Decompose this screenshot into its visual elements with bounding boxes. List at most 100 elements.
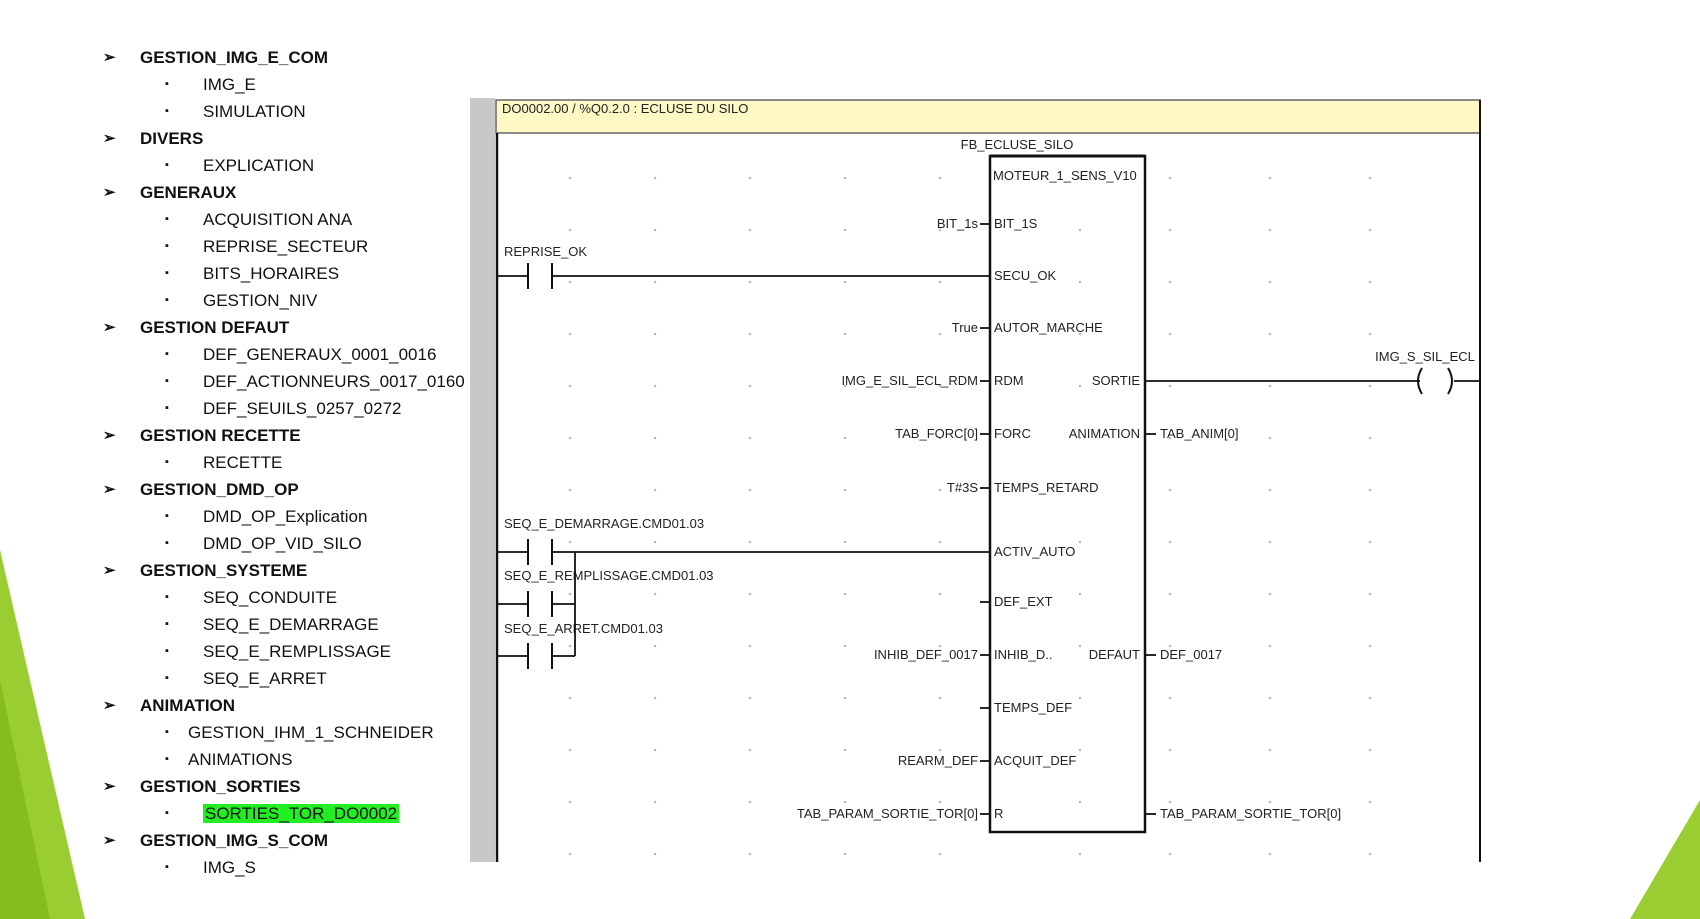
contact-label-reprise: REPRISE_OK (504, 244, 587, 259)
tree-item-label: DEF_ACTIONNEURS_0017_0160 (203, 372, 465, 391)
bullet-icon: ▪ (165, 645, 169, 657)
bullet-icon: ▪ (165, 105, 169, 117)
project-tree: ➢GESTION_IMG_E_COM▪IMG_E▪SIMULATION➢DIVE… (0, 0, 470, 919)
input-variable[interactable]: True (952, 320, 978, 335)
chevron-right-icon: ➢ (103, 697, 116, 714)
input-pin-label: R (994, 806, 1003, 821)
output-pin-label: DEFAUT (1089, 647, 1140, 662)
tree-item-label: RECETTE (203, 453, 283, 472)
tree-item-label: BITS_HORAIRES (203, 264, 340, 283)
input-pin-label: ACTIV_AUTO (994, 544, 1075, 559)
bullet-icon: ▪ (165, 456, 169, 468)
input-pin-label: DEF_EXT (994, 594, 1053, 609)
tree-item-label: SIMULATION (203, 102, 306, 121)
chevron-right-icon: ➢ (103, 481, 116, 498)
tree-item-label: IMG_S (203, 858, 256, 877)
tree-group-label: ANIMATION (140, 696, 236, 715)
tree-group-label: GESTION_DMD_OP (140, 480, 299, 499)
fb-output-pins: SORTIE ANIMATION TAB_ANIM[0] DEFAUT DEF_0017… (1069, 373, 1341, 821)
input-variable[interactable]: TAB_FORC[0] (895, 426, 978, 441)
chevron-right-icon: ➢ (103, 427, 116, 444)
chevron-right-icon: ➢ (103, 562, 116, 579)
fb-type-label: FB_ECLUSE_SILO (961, 137, 1074, 152)
rung-header-text: DO0002.00 / %Q0.2.0 : ECLUSE DU SILO (502, 101, 748, 116)
tree-group-label: GESTION_IMG_S_COM (140, 831, 328, 850)
tree-group-label: GENERAUX (140, 183, 237, 202)
tree-group-label: GESTION_SORTIES (140, 777, 301, 796)
output-pin-label: SORTIE (1092, 373, 1140, 388)
tree-item-label: REPRISE_SECTEUR (203, 237, 369, 256)
input-pin-label: RDM (994, 373, 1024, 388)
input-pin-label: TEMPS_RETARD (994, 480, 1099, 495)
coil-left[interactable] (1417, 367, 1423, 395)
tree-item-label: SEQ_E_ARRET (203, 669, 327, 688)
selected-item-highlight: SORTIES_TOR_DO0002 (203, 804, 400, 823)
input-pin-label: INHIB_D.. (994, 647, 1053, 662)
output-variable[interactable]: DEF_0017 (1160, 647, 1222, 662)
bullet-icon: ▪ (165, 267, 169, 279)
grid-dots (568, 176, 1372, 856)
fb-title-pin: MOTEUR_1_SENS_V10 (993, 168, 1137, 183)
ladder-diagram: DO0002.00 / %Q0.2.0 : ECLUSE DU SILO FB_… (470, 98, 1482, 862)
chevron-right-icon: ➢ (103, 184, 116, 201)
bullet-icon: ▪ (165, 240, 169, 252)
bullet-icon: ▪ (165, 510, 169, 522)
tree-item-label: ANIMATIONS (188, 750, 293, 769)
bullet-icon: ▪ (165, 672, 169, 684)
bullet-icon: ▪ (165, 213, 169, 225)
tree-item-label: SEQ_CONDUITE (203, 588, 338, 607)
bullet-icon: ▪ (165, 753, 169, 765)
coil-label: IMG_S_SIL_ECL (1375, 349, 1475, 364)
bullet-icon: ▪ (165, 78, 169, 90)
input-variable[interactable]: T#3S (947, 480, 978, 495)
tree-item-label: SORTIES_TOR_DO0002 (203, 800, 400, 827)
rung-header (495, 99, 1481, 134)
input-variable[interactable]: IMG_E_SIL_ECL_RDM (841, 373, 978, 388)
contact-label-arret: SEQ_E_ARRET.CMD01.03 (504, 621, 663, 636)
input-pin-label: FORC (994, 426, 1031, 441)
tree-item-label: DEF_SEUILS_0257_0272 (203, 399, 402, 418)
tree-item-label: ACQUISITION ANA (203, 210, 353, 229)
tree-item-label: SEQ_E_DEMARRAGE (203, 615, 379, 634)
tree-item-label: DMD_OP_Explication (203, 507, 368, 526)
bullet-icon: ▪ (165, 402, 169, 414)
tree-group-label: GESTION_SYSTEME (140, 561, 308, 580)
input-variable[interactable]: REARM_DEF (898, 753, 978, 768)
chevron-right-icon: ➢ (103, 130, 116, 147)
input-pin-label: SECU_OK (994, 268, 1056, 283)
tree-item-label: EXPLICATION (203, 156, 315, 175)
tree-item-label: DEF_GENERAUX_0001_0016 (203, 345, 437, 364)
bullet-icon: ▪ (165, 726, 169, 738)
tree-item-label: DMD_OP_VID_SILO (203, 534, 362, 553)
input-pin-label: AUTOR_MARCHE (994, 320, 1103, 335)
tree-group-label: GESTION RECETTE (140, 426, 301, 445)
input-variable[interactable]: BIT_1s (937, 216, 979, 231)
bullet-icon: ▪ (165, 807, 169, 819)
bullet-icon: ▪ (165, 348, 169, 360)
bullet-icon: ▪ (165, 375, 169, 387)
chevron-right-icon: ➢ (103, 49, 116, 66)
input-variable[interactable]: INHIB_DEF_0017 (874, 647, 978, 662)
bullet-icon: ▪ (165, 861, 169, 873)
tree-item-label: IMG_E (203, 75, 256, 94)
tree-item-label: SEQ_E_REMPLISSAGE (203, 642, 392, 661)
output-variable[interactable]: TAB_ANIM[0] (1160, 426, 1239, 441)
right-green-triangle (1630, 800, 1700, 919)
chevron-right-icon: ➢ (103, 778, 116, 795)
bullet-icon: ▪ (165, 537, 169, 549)
chevron-right-icon: ➢ (103, 832, 116, 849)
tree-group-label: GESTION DEFAUT (140, 318, 290, 337)
bullet-icon: ▪ (165, 159, 169, 171)
output-variable[interactable]: TAB_PARAM_SORTIE_TOR[0] (1160, 806, 1341, 821)
input-pin-label: TEMPS_DEF (994, 700, 1072, 715)
tree-group-label: DIVERS (140, 129, 204, 148)
output-pin-label: ANIMATION (1069, 426, 1140, 441)
bullet-icon: ▪ (165, 591, 169, 603)
input-pin-label: BIT_1S (994, 216, 1038, 231)
tree-item-label: GESTION_IHM_1_SCHNEIDER (188, 723, 434, 742)
ladder-margin (470, 98, 495, 862)
input-variable[interactable]: TAB_PARAM_SORTIE_TOR[0] (797, 806, 978, 821)
bullet-icon: ▪ (165, 294, 169, 306)
chevron-right-icon: ➢ (103, 319, 116, 336)
